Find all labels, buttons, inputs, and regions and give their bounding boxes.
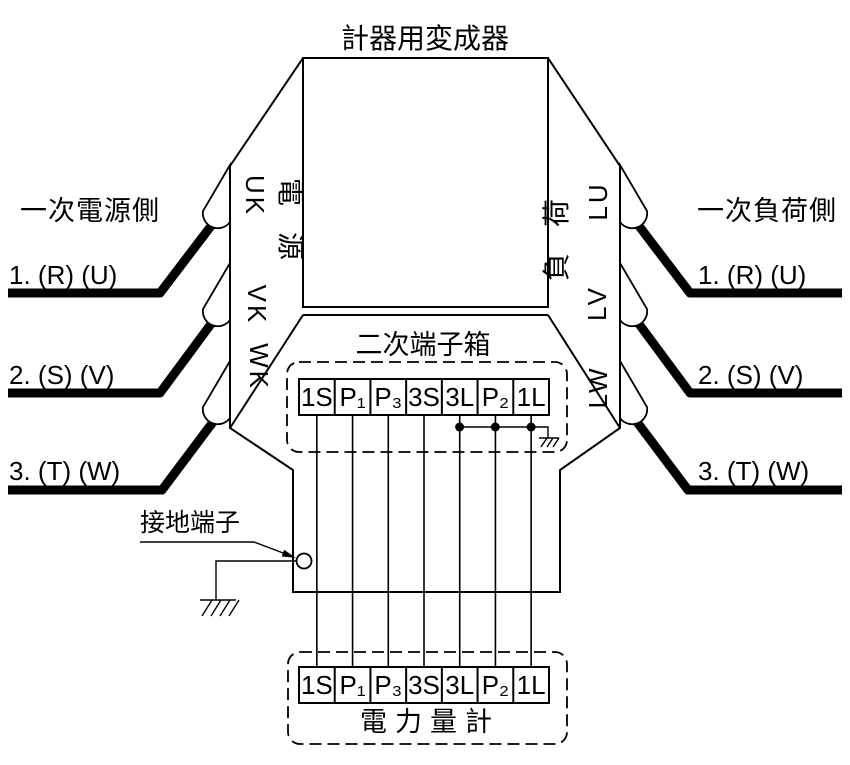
earth-symbol-small (539, 437, 560, 448)
meter-terminal-4: 3L (445, 670, 474, 700)
load-phase1-label: 1. (R) (U) (698, 260, 806, 290)
bushing-WK (201, 357, 231, 426)
source-phase2-label: 2. (S) (V) (9, 360, 114, 390)
primary-cables-source (8, 223, 217, 495)
diagram-title: 計器用変成器 (341, 23, 509, 54)
bushing-WL (619, 357, 649, 426)
terminal-label-UL: LU (583, 181, 613, 220)
secondary-terminal-5: P₂ (482, 382, 509, 412)
secondary-box-label: 二次端子箱 (356, 330, 491, 360)
junction-dot-1L (526, 422, 536, 432)
bushing-VK (201, 259, 231, 328)
secondary-terminal-3: 3S (408, 382, 440, 412)
terminal-label-VL: LV (582, 285, 612, 321)
meter-terminal-1: P₁ (340, 670, 366, 700)
meter-terminal-6: 1L (517, 670, 546, 700)
primary-load-labels: 一次負荷側 1. (R) (U) 2. (S) (V) 3. (T) (W) (697, 196, 837, 486)
ground-leader-line (140, 541, 292, 557)
junction-dot-P2 (490, 422, 500, 432)
case-outline (229, 57, 621, 593)
meter-terminal-0: 1S (301, 670, 333, 700)
transformer-case (229, 57, 621, 593)
terminal-label-VK: VK (242, 285, 272, 326)
meter-terminal-3: 3S (408, 670, 440, 700)
primary-source-labels: 一次電源側 1. (R) (U) 2. (S) (V) 3. (T) (W) (9, 196, 160, 486)
cable-source-phase3 (8, 419, 217, 495)
meter-label: 電力量計 (360, 707, 500, 737)
meter-terminal-5: P₂ (482, 670, 509, 700)
secondary-terminal-0: 1S (301, 382, 333, 412)
ground-leader-arrowhead (281, 549, 296, 558)
secondary-terminal-6: 1L (517, 382, 546, 412)
meter-outline (287, 651, 568, 745)
bushing-terminals (201, 161, 649, 426)
secondary-terminal-2: P₃ (374, 382, 402, 412)
case-flange-right (547, 314, 621, 429)
secondary-terminal-1: P₁ (340, 382, 366, 412)
secondary-wires (316, 415, 532, 667)
earth-symbol-large (200, 599, 240, 617)
ground-wire (215, 560, 297, 600)
earth-jumper (455, 422, 560, 448)
panel-label-load: 負荷 (541, 173, 572, 281)
load-phase3-label: 3. (T) (W) (698, 456, 809, 486)
terminal-label-UK: UK (240, 175, 270, 217)
bushing-labels: UK VK WK LU LV LW (240, 175, 613, 409)
meter-strip-frame (298, 666, 550, 704)
side-label-load: 一次負荷側 (697, 196, 837, 226)
panel-label-source: 電源 (275, 178, 306, 286)
cable-source-phase2 (8, 321, 215, 398)
ground-terminal: 接地端子 (140, 509, 313, 617)
ground-terminal-label: 接地端子 (140, 509, 240, 537)
bushing-UK (201, 161, 231, 230)
junction-dot-3L (455, 422, 465, 432)
side-label-source: 一次電源側 (20, 196, 160, 226)
bushing-VL (619, 259, 649, 328)
cable-load-phase3 (633, 419, 842, 495)
earth-small-hatch (540, 437, 560, 448)
primary-cables-load (633, 223, 842, 495)
terminal-label-WL: LW (583, 365, 613, 408)
secondary-strip-frame (298, 378, 550, 416)
load-phase2-label: 2. (S) (V) (698, 360, 803, 390)
earth-large-hatch (201, 599, 240, 617)
earth-jumper-line (459, 426, 549, 438)
cable-source-phase1 (8, 223, 215, 298)
transformer-body (302, 57, 549, 308)
ground-terminal-circle (295, 552, 313, 570)
cable-load-phase1 (635, 223, 842, 298)
cable-load-phase2 (635, 321, 842, 398)
source-phase1-label: 1. (R) (U) (9, 260, 117, 290)
terminal-label-WK: WK (244, 343, 274, 391)
meter-terminal-2: P₃ (374, 670, 402, 700)
case-flange-left (229, 314, 304, 429)
source-phase3-label: 3. (T) (W) (9, 456, 120, 486)
bushing-UL (619, 161, 649, 230)
secondary-box-outline (286, 361, 568, 453)
secondary-terminal-4: 3L (445, 382, 474, 412)
